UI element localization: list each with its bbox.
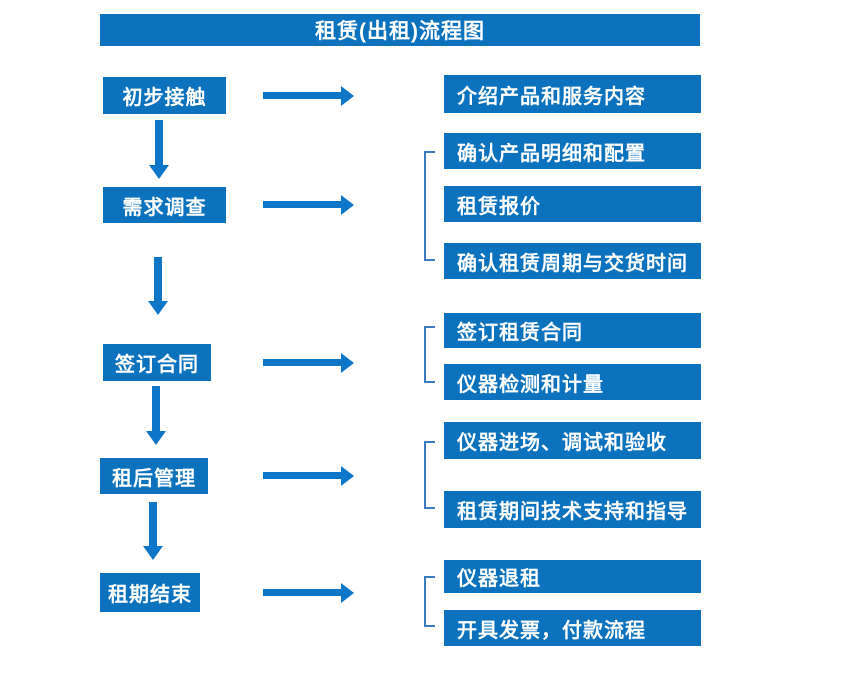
page-title: 租赁(出租)流程图 xyxy=(100,14,700,46)
detail-box-rental-quote: 租赁报价 xyxy=(444,186,701,222)
detail-box-sign-rental-contract: 签订租赁合同 xyxy=(444,313,701,348)
detail-box-invoice-payment: 开具发票，付款流程 xyxy=(444,610,701,646)
arrow-right-icon xyxy=(263,589,342,596)
group-bracket xyxy=(424,151,435,261)
detail-box-confirm-period-delivery: 确认租赁周期与交货时间 xyxy=(444,243,701,279)
detail-box-technical-support: 租赁期间技术支持和指导 xyxy=(444,491,701,528)
step-box-rental-end: 租期结束 xyxy=(100,573,200,612)
group-bracket xyxy=(424,576,435,627)
step-box-initial-contact: 初步接触 xyxy=(103,77,226,114)
detail-box-instrument-testing: 仪器检测和计量 xyxy=(444,364,701,400)
group-bracket xyxy=(424,441,435,509)
detail-box-instrument-setup-acceptance: 仪器进场、调试和验收 xyxy=(444,422,701,459)
arrow-down-icon xyxy=(154,257,162,302)
step-box-demand-survey: 需求调查 xyxy=(103,187,226,223)
arrow-down-icon xyxy=(155,120,163,166)
detail-box-introduce-products: 介绍产品和服务内容 xyxy=(444,75,701,113)
arrow-right-icon xyxy=(263,359,342,366)
arrow-right-icon xyxy=(263,92,342,99)
detail-box-instrument-return: 仪器退租 xyxy=(444,560,701,593)
group-bracket xyxy=(424,326,435,383)
arrow-down-icon xyxy=(149,502,157,547)
arrow-down-icon xyxy=(152,386,160,432)
detail-box-confirm-product-config: 确认产品明细和配置 xyxy=(444,133,701,169)
arrow-right-icon xyxy=(263,472,342,479)
step-box-sign-contract: 签订合同 xyxy=(103,344,211,381)
arrow-right-icon xyxy=(263,201,342,208)
step-box-post-rental-management: 租后管理 xyxy=(100,458,208,494)
